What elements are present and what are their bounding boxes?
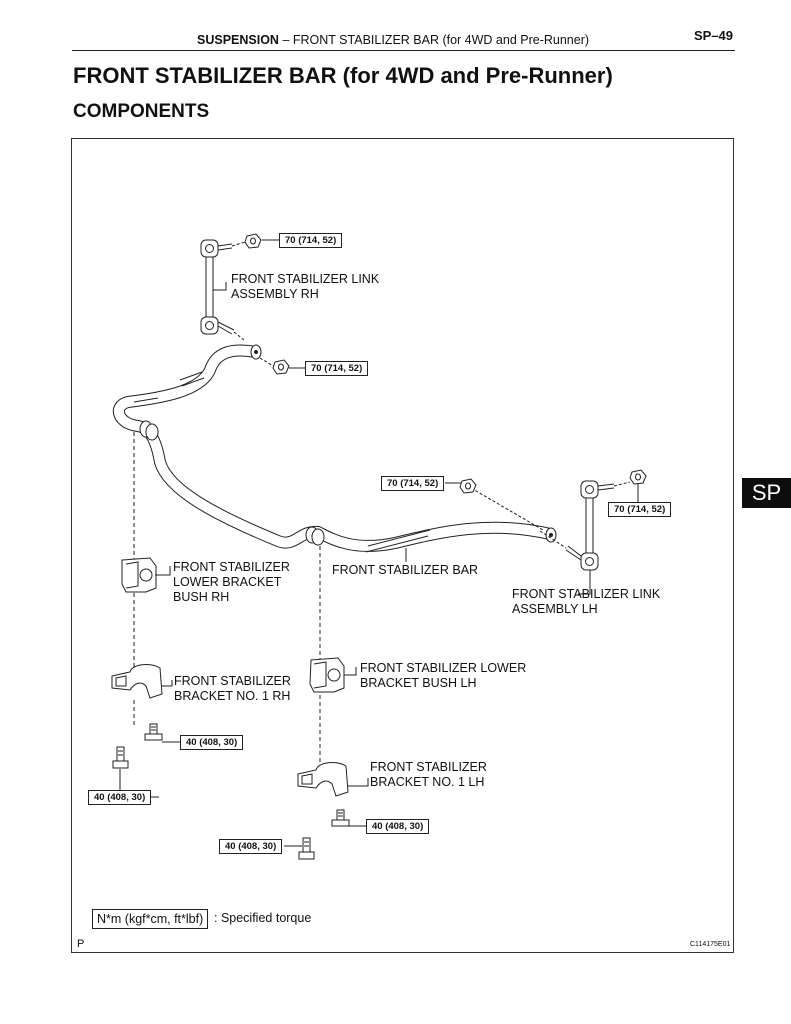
torque-link-rh-lower: 70 (714, 52) [305, 361, 369, 376]
nut-link-rh-upper [244, 233, 279, 249]
nut-link-rh-lower [272, 359, 305, 375]
torque-unit-legend-box: N*m (kgf*cm, ft*lbf) [92, 909, 209, 929]
header-text: SUSPENSION – FRONT STABILIZER BAR (for 4… [197, 33, 589, 47]
page-number: SP–49 [693, 28, 733, 43]
bolt-bracket-lh-a [331, 809, 366, 827]
torque-link-rh-upper: 70 (714, 52) [279, 233, 343, 248]
stabilizer-bar [112, 344, 557, 553]
torque-link-lh-lower: 70 (714, 52) [381, 476, 445, 491]
figure-code: C114175E01 [690, 941, 731, 948]
section-title: COMPONENTS [73, 101, 210, 122]
header-topic: FRONT STABILIZER BAR (for 4WD and Pre-Ru… [292, 33, 590, 47]
diagram-frame [71, 138, 734, 953]
torque-bracket-rh-a: 40 (408, 30) [180, 735, 244, 750]
label-link-assembly-lh: FRONT STABILIZER LINK ASSEMBLY LH [512, 587, 661, 616]
bolt-bracket-rh-a [144, 723, 180, 743]
link-assembly-rh [200, 239, 276, 368]
leader-link-rh [213, 282, 227, 291]
torque-bracket-lh-a: 40 (408, 30) [366, 819, 430, 834]
torque-legend-text: : Specified torque [214, 911, 312, 925]
label-bracket-no1-lh: FRONT STABILIZER BRACKET NO. 1 LH [370, 760, 487, 789]
label-lower-bracket-bush-rh: FRONT STABILIZER LOWER BRACKET BUSH RH [173, 560, 290, 604]
corner-mark: P [77, 938, 85, 950]
lower-bracket-bush-rh [121, 557, 171, 593]
nut-link-lh-lower [445, 478, 477, 494]
page-header: SUSPENSION – FRONT STABILIZER BAR (for 4… [0, 28, 791, 51]
leader-link-lh [578, 570, 591, 595]
torque-link-lh-upper: 70 (714, 52) [608, 502, 672, 517]
label-lower-bracket-bush-lh: FRONT STABILIZER LOWER BRACKET BUSH LH [360, 661, 527, 690]
bolt-bracket-lh-b [284, 837, 315, 860]
header-rule [72, 50, 735, 51]
label-stabilizer-bar: FRONT STABILIZER BAR [332, 563, 479, 577]
header-section: SUSPENSION [197, 33, 279, 47]
label-link-assembly-rh: FRONT STABILIZER LINK ASSEMBLY RH [231, 272, 380, 301]
lower-bracket-bush-lh [309, 657, 357, 693]
link-assembly-lh [470, 480, 631, 571]
bracket-no1-lh [297, 762, 369, 797]
section-tab-sp[interactable]: SP [742, 478, 791, 508]
bracket-no1-rh [111, 664, 173, 699]
page-title: FRONT STABILIZER BAR (for 4WD and Pre-Ru… [73, 63, 613, 88]
header-separator: – [282, 33, 290, 47]
torque-bracket-lh-b: 40 (408, 30) [219, 839, 283, 854]
torque-bracket-rh-b: 40 (408, 30) [88, 790, 152, 805]
label-bracket-no1-rh: FRONT STABILIZER BRACKET NO. 1 RH [174, 674, 291, 703]
